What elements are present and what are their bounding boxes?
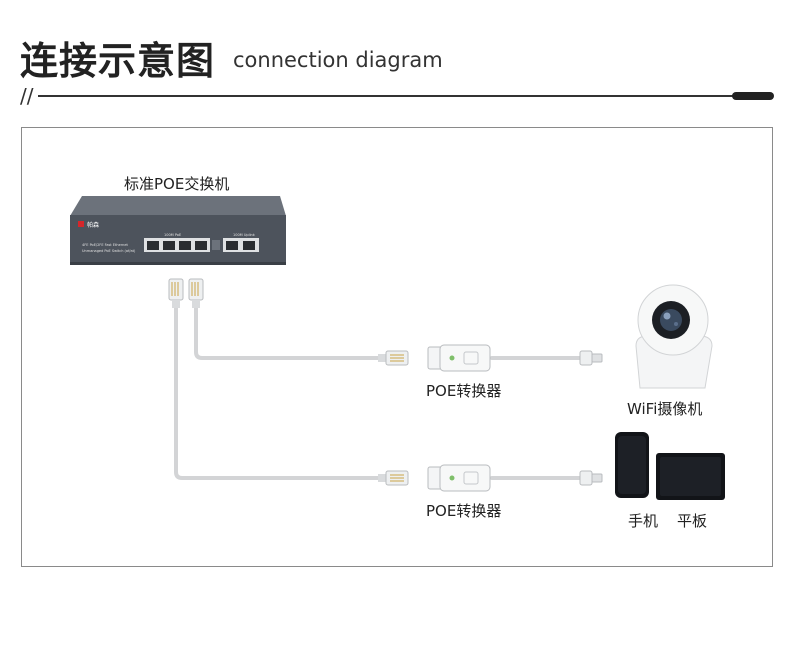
title-divider bbox=[38, 95, 734, 97]
ethernet-cable-1 bbox=[194, 298, 388, 360]
poe-switch: 帕森 4FE PoE/2FE Fast Ethernet Unmanaged P… bbox=[70, 196, 286, 265]
switch-brand: 帕森 bbox=[87, 221, 99, 229]
usb-plug-1 bbox=[579, 350, 603, 366]
rj45-port bbox=[226, 241, 238, 250]
rj45-plug-vertical-1 bbox=[168, 278, 184, 308]
switch-poe-group-label: 100M PoE bbox=[164, 233, 181, 237]
ethernet-cable-2 bbox=[174, 298, 388, 480]
usb-plug-2 bbox=[579, 470, 603, 486]
rj45-port bbox=[179, 241, 191, 250]
poe-converter-2 bbox=[427, 464, 491, 492]
page-subtitle: connection diagram bbox=[233, 48, 443, 72]
switch-print-line1: 4FE PoE/2FE Fast Ethernet bbox=[82, 243, 128, 247]
title-slashes: // bbox=[20, 84, 34, 108]
rj45-port bbox=[243, 241, 255, 250]
switch-print-line2: Unmanaged PoE Switch (af/at) bbox=[82, 249, 136, 253]
switch-uplink-group-label: 100M Uplink bbox=[233, 233, 256, 237]
tablet-label: 平板 bbox=[677, 512, 708, 530]
tablet-device bbox=[656, 453, 725, 500]
rj45-plug-horizontal-2 bbox=[378, 470, 409, 486]
switch-label: 标准POE交换机 bbox=[124, 175, 230, 193]
camera-label: WiFi摄像机 bbox=[627, 400, 703, 418]
brand-logo-icon bbox=[78, 221, 84, 227]
phone-device bbox=[615, 432, 649, 498]
converter-1-label: POE转换器 bbox=[426, 382, 502, 400]
rj45-plug-vertical-2 bbox=[188, 278, 204, 308]
rj45-plug-horizontal-1 bbox=[378, 350, 409, 366]
poe-converter-1 bbox=[427, 344, 491, 372]
wifi-camera bbox=[635, 284, 713, 389]
title-divider-cap bbox=[732, 92, 774, 100]
diagram-frame bbox=[21, 127, 773, 567]
page-title: 连接示意图 bbox=[20, 39, 216, 83]
ethernet-cables bbox=[174, 298, 584, 480]
rj45-port bbox=[195, 241, 207, 250]
rj45-port bbox=[163, 241, 175, 250]
converter-2-label: POE转换器 bbox=[426, 502, 502, 520]
phone-label: 手机 bbox=[628, 512, 659, 530]
rj45-port bbox=[147, 241, 159, 250]
